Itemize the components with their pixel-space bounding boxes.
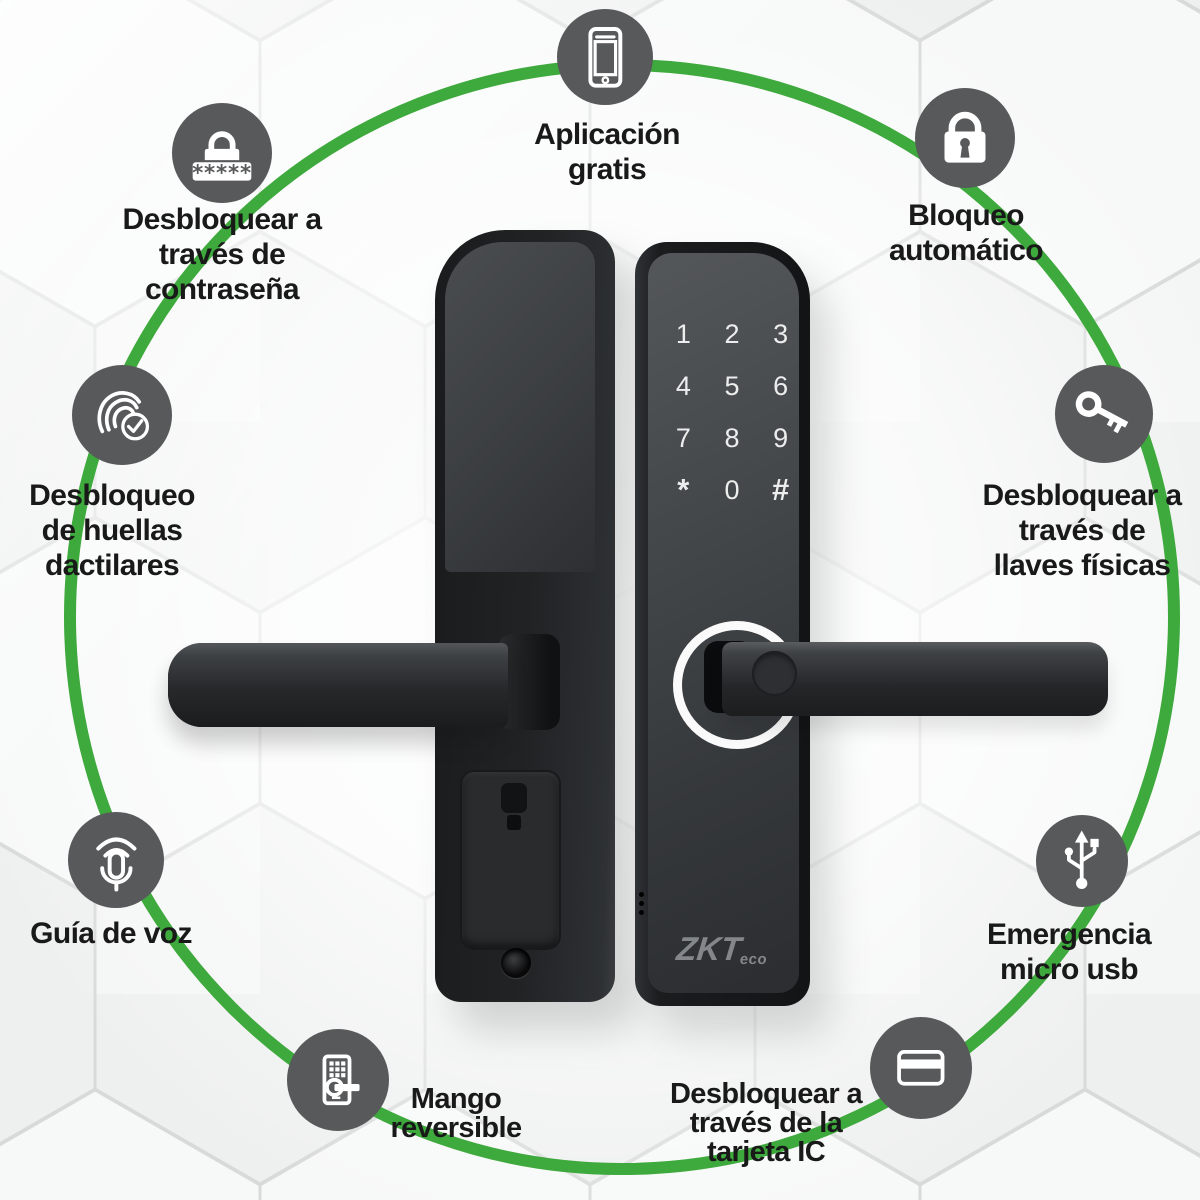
brand-logo: ZKTeco <box>633 930 812 968</box>
key-6: 6 <box>773 370 789 401</box>
key-star: * <box>677 472 690 507</box>
feature-label-keys: Desbloquear a través de llaves físicas <box>932 478 1200 583</box>
smartphone-icon <box>588 26 622 88</box>
label-line: Emergencia <box>986 918 1152 951</box>
label-line: reversible <box>390 1112 522 1144</box>
fingerprint-icon <box>97 391 150 441</box>
feature-label-password: Desbloquear a través de contraseña <box>72 202 372 307</box>
privacy-switch <box>501 783 527 813</box>
label-line: contraseña <box>144 273 300 306</box>
feature-label-auto-lock: Bloqueo automático <box>816 198 1116 268</box>
padlock-icon <box>944 111 986 163</box>
brand-logo-sub: eco <box>738 951 769 968</box>
touch-keypad: 1 2 3 4 5 6 7 8 9 * 0 # <box>659 308 805 516</box>
feature-circle-password: ***** <box>172 103 272 203</box>
usb-icon <box>1065 830 1099 890</box>
feature-label-voice: Guía de voz <box>0 916 261 951</box>
feature-circle-ic-card <box>870 1017 972 1119</box>
feature-circle-free-app <box>557 9 653 105</box>
microphone-icon <box>95 837 137 892</box>
password-icon: ***** <box>190 131 254 186</box>
label-line: Bloqueo <box>908 199 1024 232</box>
feature-label-free-app: Aplicación gratis <box>457 117 757 187</box>
svg-text:*****: ***** <box>192 161 252 186</box>
label-line: dactilares <box>44 549 180 582</box>
label-line: Desbloqueo <box>29 479 195 512</box>
key-2: 2 <box>724 318 740 349</box>
label-line: Desbloquear a <box>669 1078 863 1110</box>
feature-circle-fingerprint <box>72 365 172 465</box>
speaker-dot <box>639 910 644 915</box>
feature-circle-auto-lock <box>915 88 1015 188</box>
feature-circle-reversible <box>287 1029 389 1131</box>
key-4: 4 <box>675 370 691 401</box>
key-5: 5 <box>724 370 740 401</box>
key-0: 0 <box>724 474 740 505</box>
label-line: gratis <box>567 153 647 186</box>
label-line: través de <box>158 238 286 271</box>
feature-label-ic-card: Desbloquear a través de la tarjeta IC <box>616 1080 916 1167</box>
key-hash: # <box>772 472 790 507</box>
ic-card-icon <box>897 1050 945 1086</box>
back-plate-top-panel <box>445 242 595 572</box>
left-lever-handle-front <box>168 643 508 727</box>
key-8: 8 <box>724 422 740 453</box>
door-lock-front-view: 1 2 3 4 5 6 7 8 9 * 0 # ZKTeco <box>633 242 1108 1006</box>
speaker-dot <box>639 892 644 897</box>
label-line: tarjeta IC <box>706 1136 826 1168</box>
key-3: 3 <box>773 318 789 349</box>
door-lock-icon <box>322 1054 360 1106</box>
label-line: automático <box>888 234 1044 267</box>
fingerprint-sensor <box>752 651 797 696</box>
left-handle-hub-front <box>498 634 560 730</box>
feature-circle-voice <box>68 812 164 908</box>
label-line: Mango <box>410 1083 502 1115</box>
key-7: 7 <box>675 422 691 453</box>
door-lock-back-view <box>168 230 615 1002</box>
key-9: 9 <box>773 422 789 453</box>
privacy-switch-tab <box>507 815 521 830</box>
key-icon <box>1075 391 1129 434</box>
feature-label-fingerprint: Desbloqueo de huellas dactilares <box>0 478 262 583</box>
brand-logo-main: ZKT <box>674 930 743 967</box>
label-line: llaves físicas <box>993 549 1171 582</box>
feature-circle-usb <box>1036 815 1128 907</box>
label-line: Aplicación <box>534 118 680 151</box>
label-line: través de la <box>689 1107 843 1139</box>
feature-label-usb: Emergencia micro usb <box>919 917 1200 987</box>
speaker-dot <box>639 901 644 906</box>
feature-label-reversible: Mango reversible <box>306 1085 606 1143</box>
label-line: través de <box>1018 514 1146 547</box>
cylinder-hole <box>501 948 531 978</box>
label-line: Desbloquear a <box>982 479 1183 512</box>
key-1: 1 <box>675 318 691 349</box>
label-line: Guía de voz <box>30 917 192 950</box>
label-line: micro usb <box>1000 953 1139 986</box>
feature-circle-keys <box>1055 365 1153 463</box>
label-line: Desbloquear a <box>122 203 323 236</box>
label-line: de huellas <box>41 514 183 547</box>
